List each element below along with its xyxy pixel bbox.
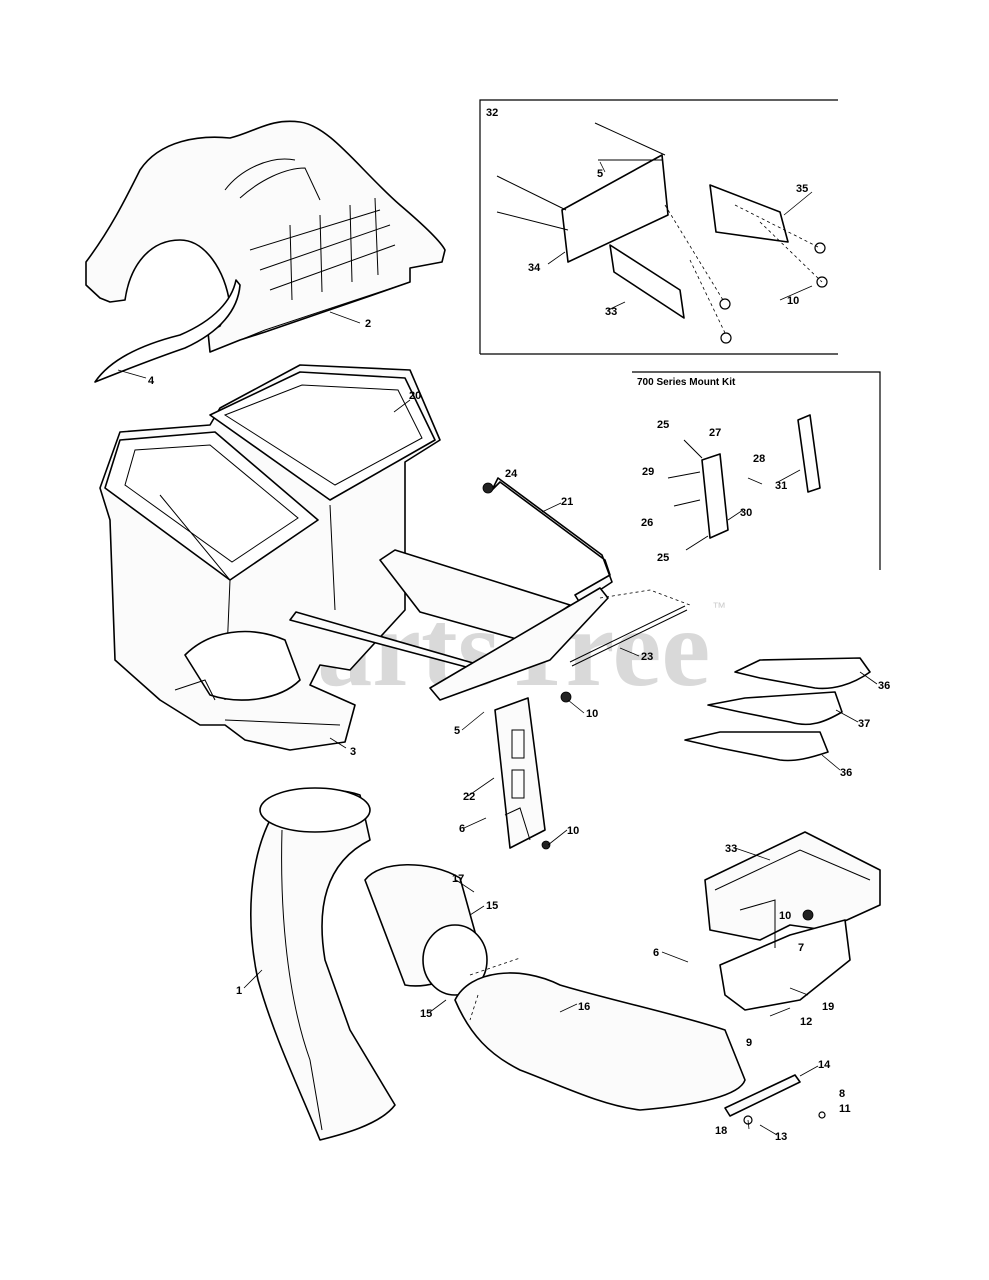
callout-11: 11 [839, 1103, 851, 1115]
leader-lines [117, 161, 878, 1136]
callout-10-kit: 10 [787, 295, 799, 307]
callout-16: 16 [578, 1001, 590, 1013]
callout-28: 28 [753, 453, 765, 465]
callout-8: 8 [839, 1088, 845, 1100]
callout-24: 24 [505, 468, 518, 480]
callout-36-bottom: 36 [840, 767, 852, 779]
callout-25-top: 25 [657, 419, 669, 431]
callout-36-top: 36 [878, 680, 890, 692]
bracket-kit-label: 32 [486, 107, 498, 119]
lower-chute [454, 972, 746, 1111]
callout-10-lower: 10 [567, 825, 579, 837]
blades [684, 657, 871, 762]
callout-20: 20 [409, 390, 421, 402]
callout-6-frame: 6 [459, 823, 465, 835]
rod [569, 605, 688, 667]
mount-kit-title: 700 Series Mount Kit [637, 377, 736, 388]
mount-bracket [704, 831, 881, 1011]
callout-37: 37 [858, 718, 870, 730]
callout-15-bottom: 15 [420, 1008, 432, 1020]
callout-7: 7 [798, 942, 804, 954]
link-pin [724, 1074, 801, 1117]
callout-31: 31 [775, 480, 787, 492]
callout-30: 30 [740, 507, 752, 519]
mount-kit-box: 700 Series Mount Kit [632, 371, 881, 570]
bag-containers [99, 364, 441, 751]
callout-4: 4 [148, 375, 155, 387]
watermark-trademark: ™ [712, 599, 726, 615]
callout-12: 12 [800, 1016, 812, 1028]
hardware [482, 242, 828, 1125]
callout-6-bracket: 6 [653, 947, 659, 959]
chute [250, 787, 396, 1141]
callout-1: 1 [236, 985, 242, 997]
callout-17: 17 [452, 873, 464, 885]
callout-3: 3 [350, 746, 356, 758]
adapter [364, 863, 488, 996]
callout-23: 23 [641, 651, 653, 663]
callout-33-bracket: 33 [725, 843, 737, 855]
bagger-cover [85, 120, 446, 353]
callout-35: 35 [796, 183, 808, 195]
callout-18: 18 [715, 1125, 727, 1137]
bracket-kit-box: 32 [479, 99, 838, 355]
callout-34: 34 [528, 262, 541, 274]
callout-2: 2 [365, 318, 371, 330]
callout-10-frame: 10 [586, 708, 598, 720]
callout-26: 26 [641, 517, 653, 529]
callout-21: 21 [561, 496, 573, 508]
callout-15-top: 15 [486, 900, 498, 912]
callout-25-bottom: 25 [657, 552, 669, 564]
callout-33-kit: 33 [605, 306, 617, 318]
callout-22: 22 [463, 791, 475, 803]
callout-5-kit: 5 [597, 168, 603, 180]
callout-5-frame: 5 [454, 725, 460, 737]
callout-13: 13 [775, 1131, 787, 1143]
callout-9: 9 [746, 1037, 752, 1049]
callout-10-bracket: 10 [779, 910, 791, 922]
mount-frame [429, 587, 609, 849]
deflector [94, 279, 241, 383]
callout-19: 19 [822, 1001, 834, 1013]
callout-labels: 1 2 3 4 5 5 6 6 7 8 9 10 10 10 10 11 12 … [148, 168, 890, 1143]
callout-27: 27 [709, 427, 721, 439]
callout-14: 14 [818, 1059, 831, 1071]
callout-29: 29 [642, 466, 654, 478]
